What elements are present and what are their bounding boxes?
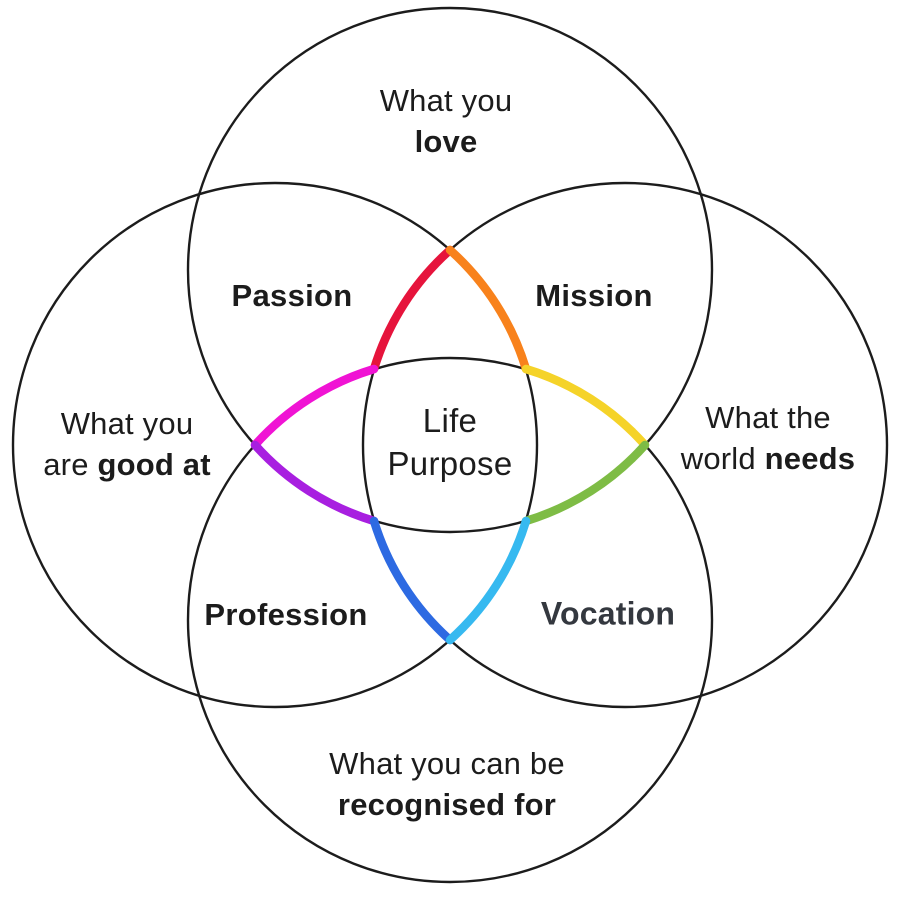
label-what-the-world-needs: What the world needs (681, 397, 856, 479)
arc-yellow (521, 364, 650, 450)
label-what-you-are-good-at: What you are good at (43, 403, 211, 485)
arc-red (369, 245, 455, 374)
bottom-circle (186, 356, 714, 884)
label-vocation: Vocation (540, 595, 676, 632)
label-what-you-can-be-recognised-for: What you can be recognised for (329, 743, 565, 825)
label-line: are good at (43, 447, 211, 482)
left-circle (11, 181, 539, 709)
label-line: What the (705, 400, 831, 435)
arc-blue (369, 516, 455, 645)
label-line: What you (60, 406, 194, 441)
arc-orange (445, 245, 531, 374)
arc-purple (250, 440, 379, 526)
arc-green (521, 440, 650, 526)
label-line: What you (379, 83, 513, 118)
arc-cyan (445, 516, 531, 645)
label-line: What you can be (329, 746, 565, 781)
top-circle (186, 6, 714, 534)
label-profession: Profession (204, 597, 368, 632)
label-line: love (414, 124, 478, 159)
label-line: world needs (680, 441, 856, 476)
right-circle (361, 181, 889, 709)
label-life-purpose: Life Purpose (387, 399, 512, 485)
label-line: Life (422, 402, 478, 439)
label-passion: Passion (231, 278, 353, 313)
label-what-you-love: What you love (380, 80, 513, 162)
label-line: Purpose (387, 445, 513, 482)
label-mission: Mission (535, 278, 653, 313)
label-line: recognised for (337, 787, 557, 822)
arc-magenta (250, 364, 379, 450)
